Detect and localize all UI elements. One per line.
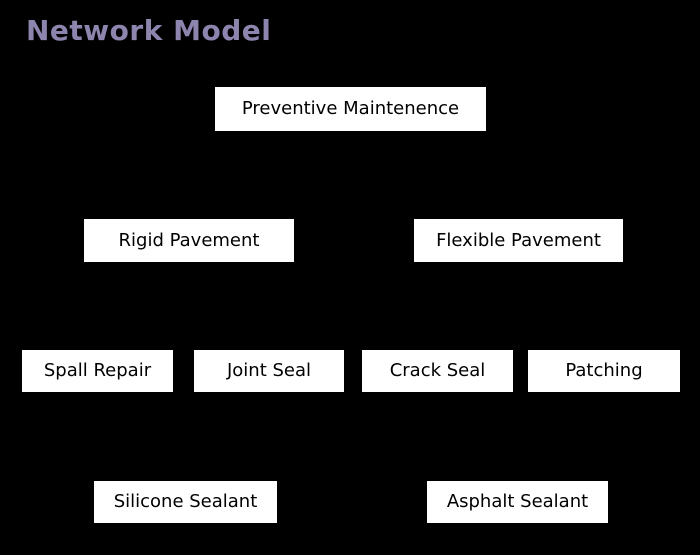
- diagram-node-joint-seal: Joint Seal: [192, 348, 346, 394]
- diagram-node-preventive-maintenence: Preventive Maintenence: [213, 85, 488, 133]
- diagram-node-spall-repair: Spall Repair: [20, 348, 175, 394]
- diagram-node-asphalt-sealant: Asphalt Sealant: [425, 479, 610, 525]
- diagram-node-rigid-pavement: Rigid Pavement: [82, 217, 296, 264]
- diagram-node-silicone-sealant: Silicone Sealant: [92, 479, 279, 525]
- diagram-node-flexible-pavement: Flexible Pavement: [412, 217, 625, 264]
- diagram-node-patching: Patching: [526, 348, 682, 394]
- diagram-title: Network Model: [26, 14, 272, 47]
- diagram-node-crack-seal: Crack Seal: [360, 348, 515, 394]
